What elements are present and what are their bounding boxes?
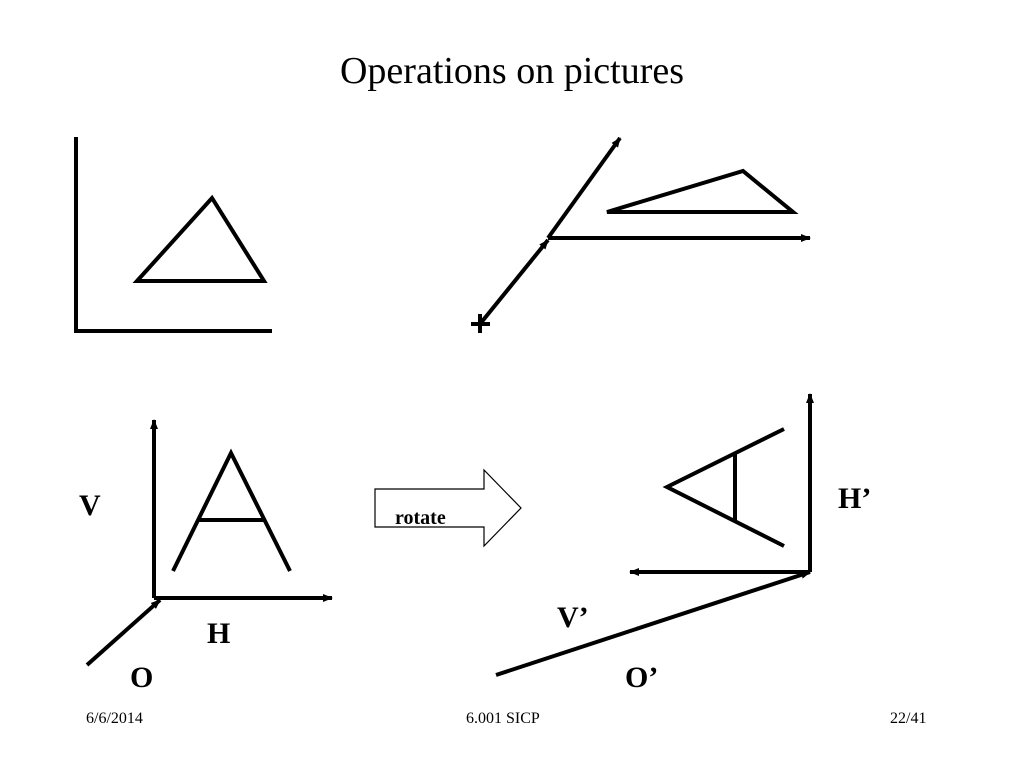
transformed-frame-triangle xyxy=(471,136,811,333)
label-o-prime: O’ xyxy=(625,661,659,694)
label-rotate: rotate xyxy=(395,507,446,529)
footer-page-number: 22/41 xyxy=(890,710,927,727)
slide-title: Operations on pictures xyxy=(339,50,685,92)
original-frame-with-a xyxy=(85,419,333,667)
unit-frame-triangle xyxy=(74,137,272,333)
label-v: V xyxy=(79,489,101,522)
label-o: O xyxy=(130,661,154,694)
rotate-arrow xyxy=(374,468,522,548)
label-v-prime: V’ xyxy=(557,601,589,634)
label-h: H xyxy=(207,617,231,650)
label-h-prime: H’ xyxy=(838,482,872,515)
footer-course: 6.001 SICP xyxy=(466,710,540,727)
rotated-frame-with-a xyxy=(495,393,814,677)
footer-date: 6/6/2014 xyxy=(86,710,143,727)
